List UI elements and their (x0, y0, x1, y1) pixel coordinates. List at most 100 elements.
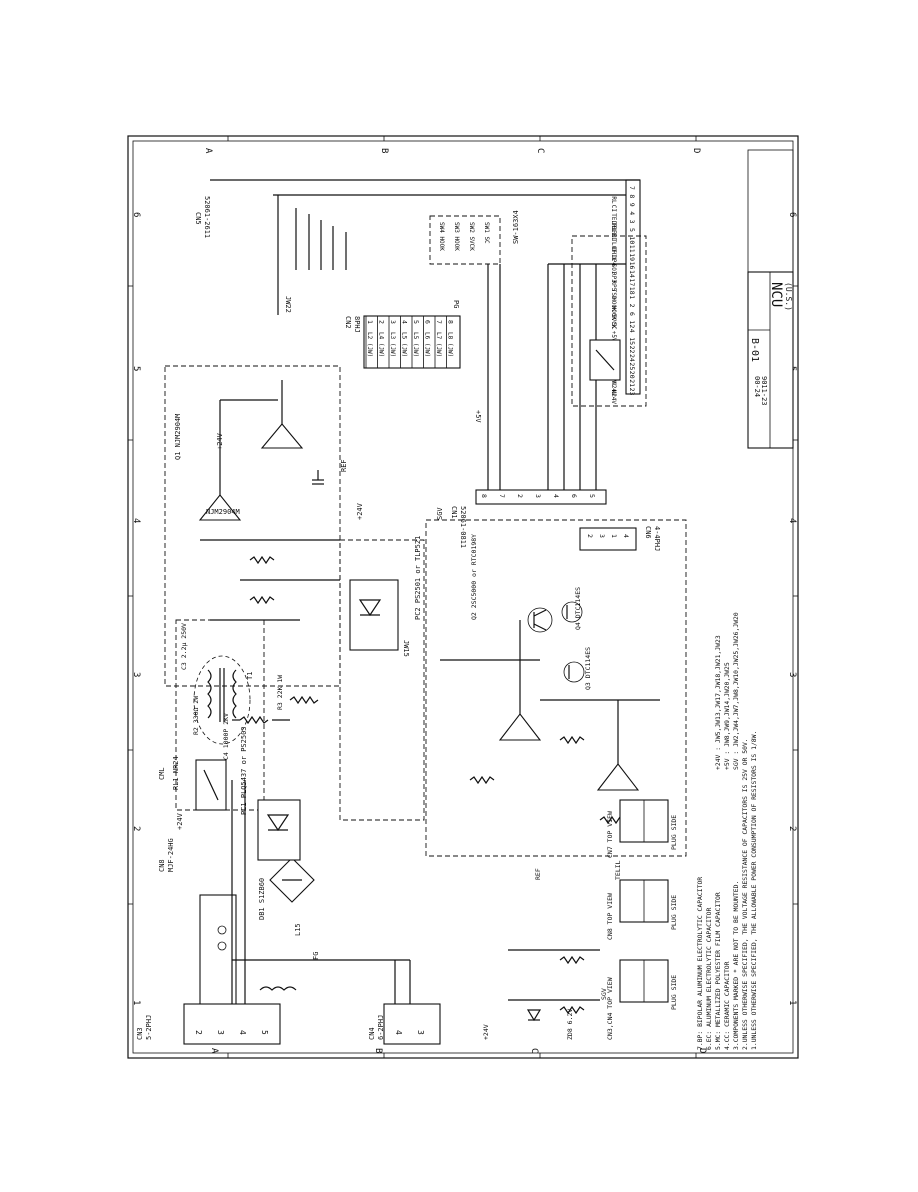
jw22-label: JW22 (284, 296, 292, 313)
transistor-q4 (561, 601, 583, 623)
switch-group: SW-163X4 (429, 210, 520, 265)
cn3-connector: CN3 5-2PHJ (136, 1003, 281, 1045)
rc-network-lower (440, 620, 660, 825)
cn5-pin-number: 19 (628, 253, 636, 261)
grid-col-2-right: 2 (787, 826, 797, 831)
relay-box-right (571, 235, 647, 407)
opamp-q1a-label: NJM2904M (206, 508, 240, 516)
jw15-label: JW15 (402, 640, 410, 657)
grid-col-6-left: 6 (131, 212, 141, 217)
bridge-db1 (269, 857, 315, 903)
cn5-pin-number: 21 (628, 379, 636, 387)
cn6-pin-number: 2 (586, 534, 594, 538)
grid-col-1-right: 1 (787, 1000, 797, 1005)
cn5-pin-signal: HOOK (610, 297, 617, 312)
cn1-part: 52061-0811 (459, 506, 467, 548)
signal-bus (273, 194, 626, 315)
c4-label: C4 1000P 2KV (222, 713, 230, 760)
cn5-pin-number: 23 (628, 388, 636, 396)
grid-row-d-bottom: D (697, 1048, 707, 1053)
note-7: 7.BP: BIPOLAR ALUMINUM ELECTROLYTIC CAPA… (696, 877, 704, 1050)
cn5-part: 52061-2611 (203, 196, 211, 238)
title-drawing-code: B-01 (749, 338, 760, 362)
cn8-part: MJF-24HG (167, 838, 175, 872)
power-note-sgv: SGV : JW2,JW4,JW7,JW8,JW10,JW25,JW26,JW2… (732, 612, 740, 770)
cn2-pin-number: 8 (447, 320, 455, 324)
cn5-pin-signal: SVCK (610, 314, 617, 329)
cn5-pin-number: 2 (628, 304, 636, 308)
lower-opamp-box (425, 519, 687, 857)
note-4: 4.CC: CERAMIC CAPACITOR (723, 961, 731, 1050)
q4-label: Q4 DTC114ES (574, 587, 582, 630)
cn3-pin-number: 5 (260, 1030, 269, 1035)
plus24v-upper: +24V (216, 432, 224, 450)
cn1-pin-number: 7 (498, 494, 506, 498)
cn5-pin-number: 15 (628, 337, 636, 345)
plug-side-2: PLUG SIDE (670, 895, 678, 930)
zd8-label: ZD8 6.2V (566, 1009, 574, 1040)
cn2-pin-number: 5 (412, 320, 420, 324)
top-view-cn7: CN7 TOP VIEW PLUG SIDE (606, 799, 678, 858)
line-bus-left (231, 780, 411, 1004)
cn3-name: CN3 (136, 1027, 144, 1040)
cn2-pin-signal: L4 (JW) (378, 332, 385, 357)
power-note-5v: +5V : JW8,JW9,JW14,JW20,JW25 (723, 662, 731, 770)
top-view-cn3cn4: CN3,CN4 TOP VIEW PLUG SIDE (606, 959, 678, 1040)
plug-side-1: PLUG SIDE (670, 975, 678, 1010)
switch-label: SW4 HOOK (438, 222, 445, 251)
cn2-pin-signal: L7 (JW) (435, 332, 442, 357)
grid-row-a-top: A (203, 148, 213, 154)
cn5-pin-number: 20 (628, 371, 636, 379)
cn5-pin-signal: SOI (610, 264, 617, 275)
opamp-lower-a (498, 713, 542, 741)
pg-label: PG (452, 300, 460, 308)
cn8-name: CN8 (158, 859, 166, 872)
transistor-q3 (563, 661, 585, 683)
fg-label: FG (312, 952, 320, 960)
cn2-pin-number: 4 (401, 320, 409, 324)
grid-col-6-right: 6 (787, 212, 797, 217)
transistor-q2 (527, 607, 553, 633)
cn2-pin-number: 1 (366, 320, 374, 324)
opamp-q1b (260, 423, 304, 449)
sgv-mid: SGV (436, 507, 444, 520)
grid-col-3-right: 3 (787, 672, 797, 677)
cn2-pin-number: 3 (389, 320, 397, 324)
cn1-pin-number: 2 (516, 494, 524, 498)
cn5-pin-signal: CI (610, 205, 617, 213)
sgv-bottom: SGV (600, 988, 608, 1000)
cn4-connector: CN4 6-2PHJ (368, 1003, 441, 1045)
plus5v-label: +5V (474, 410, 482, 423)
q1-label: Q1 NJM2904M (174, 414, 182, 460)
t1-label: T1 (246, 672, 254, 680)
r3-label: R3 22K 1W (276, 675, 284, 710)
r2-label: R2 330Ω 2W (192, 696, 200, 735)
cn5-pin-number: 7 (628, 186, 636, 190)
cn2-name: CN2 (344, 316, 352, 329)
cn6-part: 4-4PHJ (653, 526, 661, 551)
cn5-pin-number: 17 (628, 278, 636, 286)
cn4-pin-number: 3 (416, 1030, 425, 1035)
top-view-cn3-text: CN3,CN4 TOP VIEW (606, 977, 614, 1040)
title-block: B-01 NCU (U.S.) 9011-23 00-24 (747, 149, 794, 449)
cn5-pin-signal: CHIL (610, 247, 617, 262)
relay-coil-right (589, 339, 621, 381)
cn5-pin-number: 4 (628, 211, 636, 215)
rl1-label: RL1 NR24 (172, 756, 180, 790)
cn5-pin-number: 14 (628, 270, 636, 278)
outer-frame (127, 135, 799, 1059)
cn5-pin-number: 22 (628, 346, 636, 354)
grid-row-b-top: B (379, 148, 389, 153)
q2-label: Q2 2SC5000 or RTC0198Y (470, 534, 478, 620)
opamp-section-box (164, 365, 341, 687)
cn5-pin-signal: RP5 (610, 280, 617, 291)
cn1-pin-number: 8 (480, 494, 488, 498)
grid-row-c-top: C (535, 148, 545, 153)
cn3-pin-number: 2 (194, 1030, 203, 1035)
cn4-name: CN4 (368, 1027, 376, 1040)
pc2-label: PC2 PS2501 or TLP521 (414, 536, 422, 620)
grid-row-a-bottom: A (209, 1048, 219, 1054)
